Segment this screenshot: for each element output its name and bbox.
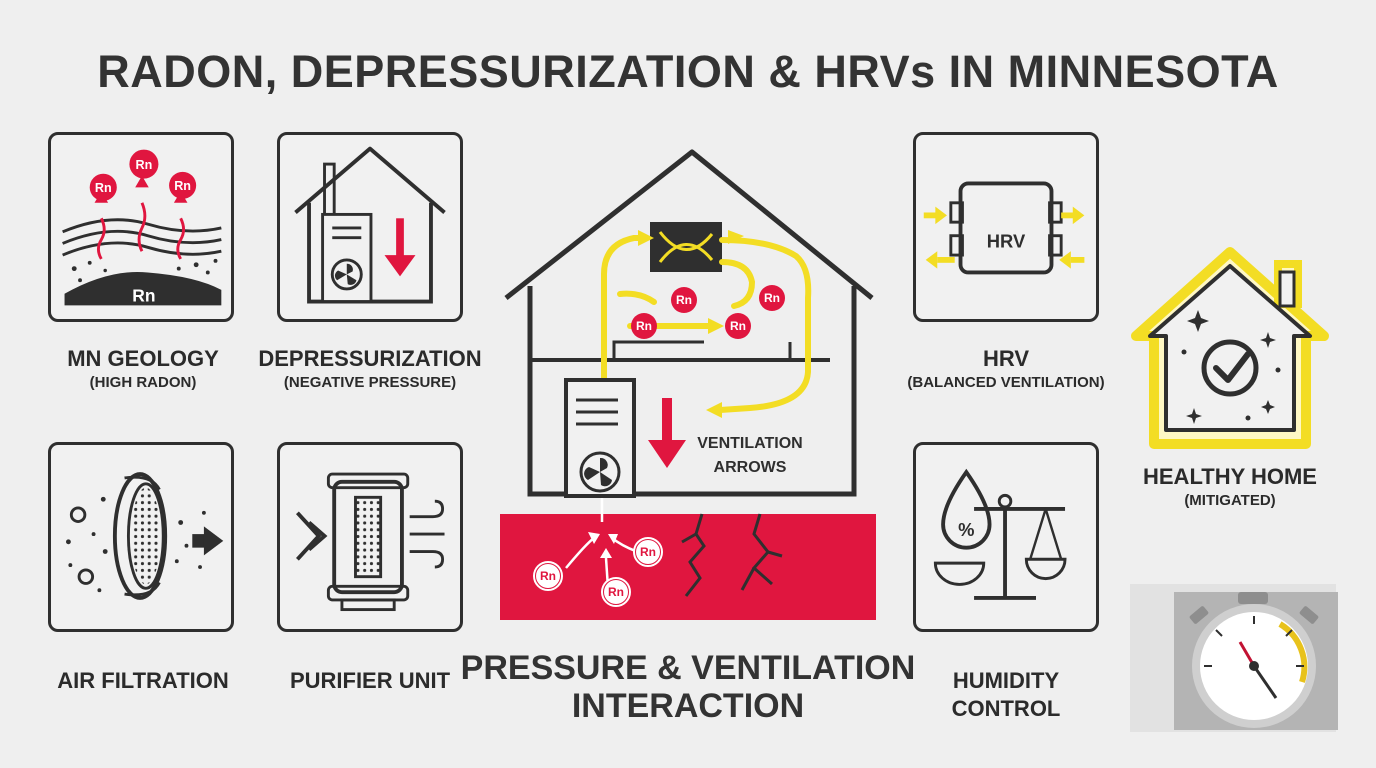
house-roof [504,149,874,300]
page-title: RADON, DEPRESSURIZATION & HRVs IN MINNES… [97,46,1279,97]
tile-hrv-sub: (BALANCED VENTILATION) [907,374,1105,391]
center-fan-icon [579,451,621,493]
purifier-unit-icon [295,472,445,612]
center-furnace [564,378,636,498]
soil-radon-label: Rn [132,286,155,306]
ventilation-label-line1: VENTILATION [697,435,802,452]
filter-disc-icon [66,472,224,600]
tile-mn-geology-label: MN GEOLOGY [67,346,219,371]
tile-hrv-label: HRV [982,346,1030,371]
svg-text:Rn: Rn [764,291,780,305]
hrv-unit-text: HRV [987,230,1026,251]
hrv-unit-icon: HRV [923,181,1085,275]
speed-gauge-icon [1189,592,1319,728]
svg-text:Rn: Rn [676,293,692,307]
center-caption-line2: INTERACTION [571,687,805,725]
ventilation-label-line2: ARROWS [714,459,787,476]
tile-air-filtration-label: AIR FILTRATION [57,668,229,693]
svg-text:Rn: Rn [640,545,656,559]
tile-depressurization-sub: (NEGATIVE PRESSURE) [283,374,457,391]
tile-purifier-unit-label: PURIFIER UNIT [289,668,451,693]
house-walls [527,286,857,497]
tile-purifier-unit [277,442,463,632]
center-caption-line1: PRESSURE & VENTILATION [460,649,916,687]
humidity-scale-icon: % [933,468,1067,600]
tile-humidity-label-line1: HUMIDITY [952,668,1060,693]
tile-air-filtration [48,442,234,632]
tile-humidity-control: % [913,442,1099,632]
svg-text:Rn: Rn [95,181,112,195]
red-ground-band [500,514,876,620]
svg-text:Rn: Rn [540,569,556,583]
tile-mn-geology-sub: (HIGH RADON) [89,374,197,391]
humidity-percent-text: % [958,519,974,540]
svg-text:Rn: Rn [608,585,624,599]
svg-text:Rn: Rn [174,179,191,193]
hrv-core [650,222,722,272]
svg-text:Rn: Rn [730,319,746,333]
center-house-diagram: Rn Rn Rn Rn Rn Rn Rn VENTILATION ARROWS [500,149,876,620]
tile-hrv: HRV [913,132,1099,322]
svg-text:Rn: Rn [136,158,153,172]
healthy-home-label: HEALTHY HOME [1143,464,1317,489]
tile-humidity-label-line2: CONTROL [951,696,1061,721]
down-arrow-icon [648,440,686,468]
healthy-home-sub: (MITIGATED) [1184,492,1276,509]
tile-depressurization [277,132,463,322]
tile-depressurization-label: DEPRESSURIZATION [258,346,482,371]
foundation-crack-icon [681,513,783,597]
house-furnace-icon [294,146,446,304]
healthy-home-check-icon [1131,247,1329,449]
svg-text:Rn: Rn [636,319,652,333]
